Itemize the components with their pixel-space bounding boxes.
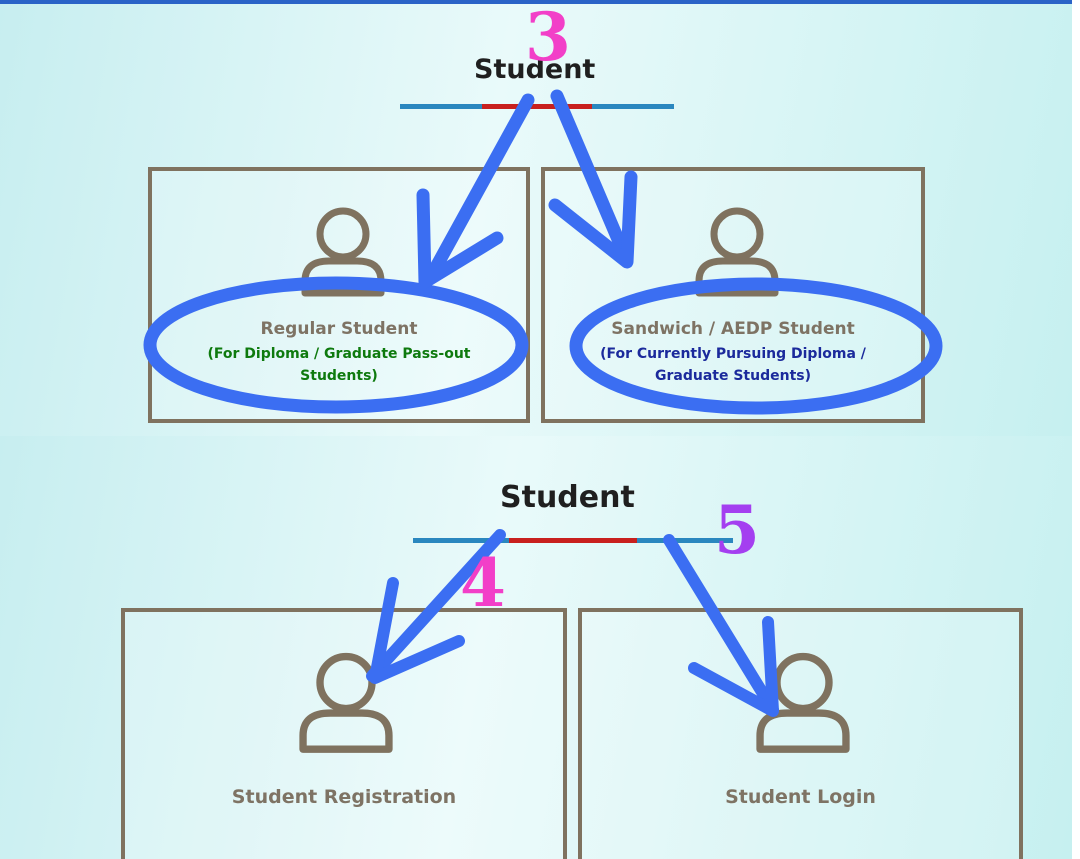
regular-student-subtitle: (For Diploma / Graduate Pass-out Student… xyxy=(207,346,471,384)
sandwich-aedp-student-card[interactable]: Sandwich / AEDP Student (For Currently P… xyxy=(541,167,925,423)
heading-underline-center xyxy=(482,104,592,109)
student-login-title: Student Login xyxy=(725,786,876,808)
sandwich-aedp-student-subtitle: (For Currently Pursuing Diploma / Gradua… xyxy=(600,346,866,384)
student-login-card[interactable]: Student Login xyxy=(578,608,1023,859)
student-registration-card[interactable]: Student Registration xyxy=(121,608,567,859)
user-icon xyxy=(756,652,850,753)
regular-student-card[interactable]: Regular Student (For Diploma / Graduate … xyxy=(148,167,530,423)
step-number-5: 5 xyxy=(714,491,760,569)
heading-underline-left xyxy=(400,104,482,109)
user-icon xyxy=(301,207,385,297)
heading-underline-right xyxy=(592,104,674,109)
student-registration-title: Student Registration xyxy=(231,786,457,808)
heading-underline-left xyxy=(413,538,509,543)
student-type-heading: Student xyxy=(474,54,596,85)
student-access-heading: Student xyxy=(500,480,635,515)
user-icon xyxy=(695,207,779,297)
step-number-4: 4 xyxy=(460,544,506,622)
user-icon xyxy=(299,652,393,753)
sandwich-aedp-student-title: Sandwich / AEDP Student xyxy=(611,319,855,339)
student-access-panel: Student Student Registration Student Log… xyxy=(0,436,1072,859)
regular-student-title: Regular Student xyxy=(260,319,418,339)
heading-underline-center xyxy=(509,538,637,543)
step-number-3: 3 xyxy=(525,0,571,76)
